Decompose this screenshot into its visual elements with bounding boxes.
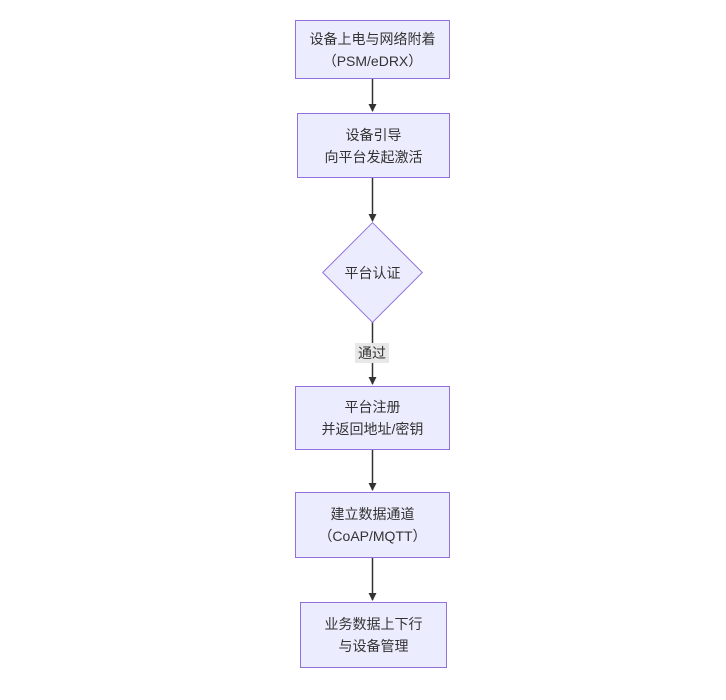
- node-platform-auth-decision: 平台认证: [322, 222, 423, 323]
- node-data-channel: 建立数据通道 （CoAP/MQTT）: [295, 492, 450, 558]
- node-line: 并返回地址/密钥: [321, 421, 424, 437]
- node-line: 向平台发起激活: [324, 148, 423, 165]
- node-bootstrap: 设备引导 向平台发起激活: [297, 113, 450, 178]
- node-line: 平台认证: [344, 264, 401, 281]
- edge-label-pass: 通过: [355, 343, 389, 363]
- node-power-attach: 设备上电与网络附着 （PSM/eDRX）: [295, 20, 450, 79]
- node-platform-register: 平台注册 并返回地址/密钥: [295, 386, 450, 450]
- node-line: （PSM/eDRX）: [322, 52, 423, 69]
- node-line: （CoAP/MQTT）: [318, 528, 427, 544]
- node-line: 设备引导: [345, 126, 402, 143]
- node-line: 业务数据上下行: [324, 616, 423, 632]
- node-business-data: 业务数据上下行 与设备管理: [300, 602, 447, 668]
- node-line: 设备上电与网络附着: [309, 30, 436, 47]
- diamond-shape: [322, 222, 423, 323]
- node-line: 建立数据通道: [330, 506, 415, 522]
- node-line: 平台注册: [344, 399, 401, 415]
- node-line: 与设备管理: [338, 638, 409, 654]
